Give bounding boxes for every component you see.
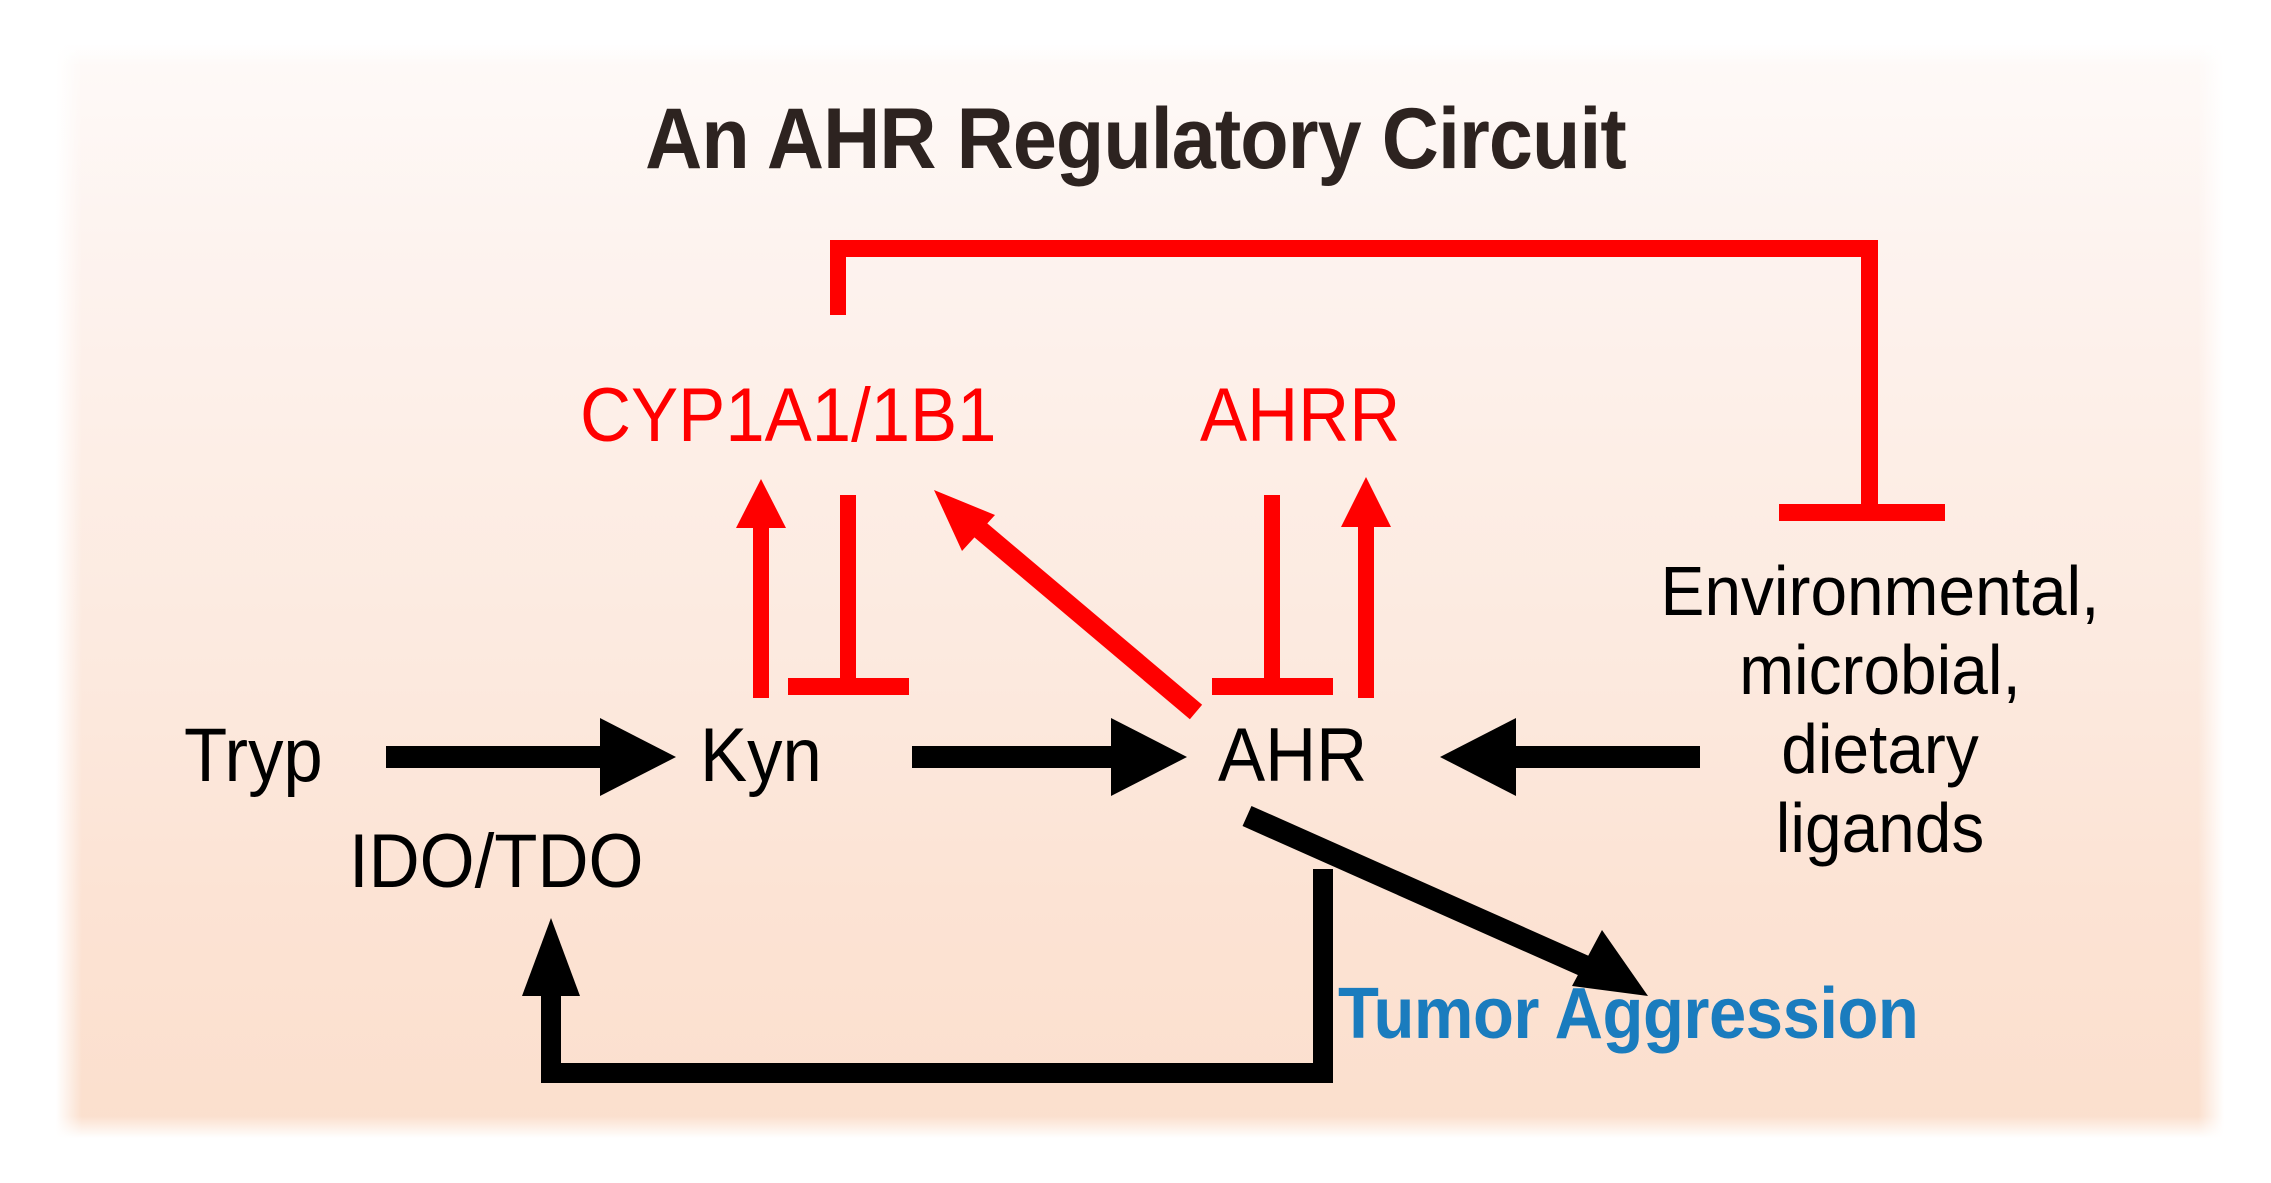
ligand-line-3: dietary	[1781, 710, 1979, 789]
edge-ahrr-to-ahr-inhibition	[1212, 495, 1333, 695]
ligand-line-2: microbial,	[1739, 631, 2021, 710]
page-title: An AHR Regulatory Circuit	[645, 91, 1627, 187]
ligand-line-1: Environmental,	[1660, 552, 2100, 630]
node-label-cyp1a1-1b1: CYP1A1/1B1	[580, 373, 997, 458]
node-label-ligands: Environmental, microbial, dietary ligand…	[1560, 552, 2200, 868]
figure-panel	[56, 44, 2224, 1138]
edge-label-ido-tdo: IDO/TDO	[349, 819, 644, 904]
node-label-tryp: Tryp	[184, 713, 323, 798]
edge-tryp-to-kyn-activation	[386, 718, 676, 796]
edge-cyp-to-ligands-inhibition	[830, 240, 1945, 521]
edge-ligands-to-ahr-activation	[1440, 718, 1700, 796]
edge-ahr-to-ahrr-activation	[1341, 477, 1391, 698]
node-label-tumor-aggression: Tumor Aggression	[1338, 974, 1919, 1054]
edge-ahr-to-cyp-activation	[934, 490, 1203, 720]
node-label-ahr: AHR	[1218, 713, 1368, 798]
ligand-line-4: ligands	[1775, 789, 1985, 868]
edge-kyn-to-ahr-activation	[912, 718, 1187, 796]
node-label-kyn: Kyn	[700, 713, 822, 798]
edge-kyn-to-cyp-activation	[736, 479, 786, 698]
node-label-ahrr: AHRR	[1200, 373, 1401, 458]
edge-ahr-to-idotdo-activation	[522, 869, 1333, 1083]
edge-cyp-to-kyn-inhibition	[788, 495, 909, 695]
edge-ahr-to-tumor-activation	[1242, 805, 1648, 996]
